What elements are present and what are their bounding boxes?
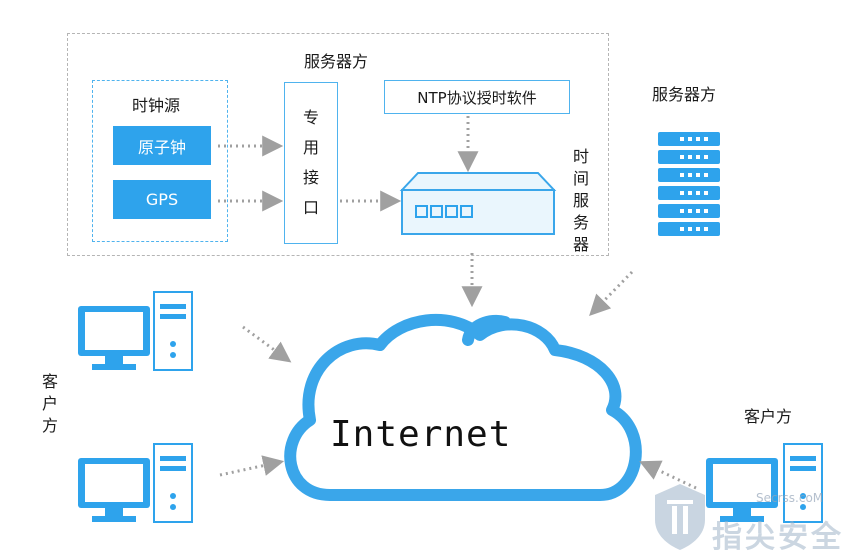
arrow-client-top-to-cloud <box>242 325 292 363</box>
client-computer-icon <box>706 443 823 523</box>
client-char: 客 <box>41 372 58 391</box>
interface-char: 口 <box>302 198 319 217</box>
time-server-char: 间 <box>572 169 589 188</box>
time-server-char: 服 <box>572 191 589 210</box>
time-server-char: 时 <box>572 147 589 166</box>
arrow-client-bottom-to-cloud <box>219 455 285 477</box>
clock-source-box <box>92 80 228 242</box>
time-server-char: 务 <box>572 213 589 232</box>
server-side-label: 服务器方 <box>304 52 369 71</box>
client-char: 户 <box>41 394 58 413</box>
time-server-char: 器 <box>572 235 589 254</box>
internet-label: Internet <box>330 414 512 455</box>
watermark-shield-icon <box>655 484 705 550</box>
ntp-software-box: NTP协议授时软件 <box>384 80 570 114</box>
interface-char: 专 <box>302 108 319 127</box>
client-computer-icon <box>78 443 193 523</box>
watermark-text: 指尖安全 <box>712 520 844 555</box>
server-side-label-right: 服务器方 <box>652 85 717 104</box>
client-char: 方 <box>41 416 58 435</box>
dedicated-interface-box: 专 用 接 口 <box>284 82 338 244</box>
arrow-client-right-to-cloud <box>639 460 697 490</box>
server-rack-icon <box>658 132 720 236</box>
internet-cloud-icon <box>284 313 642 501</box>
interface-char: 用 <box>302 138 319 157</box>
client-label-left: 客 户 方 <box>40 371 60 437</box>
watermark-url: Secrss.coM <box>756 491 824 505</box>
clock-source-title: 时钟源 <box>132 96 181 115</box>
time-server-device-icon <box>399 172 557 235</box>
client-computer-icon <box>78 291 193 371</box>
gps-box: GPS <box>113 180 211 219</box>
server-side-region <box>67 33 609 256</box>
time-server-label: 时 间 服 务 器 <box>571 146 591 256</box>
interface-char: 接 <box>302 168 319 187</box>
client-label-right: 客户方 <box>744 407 793 426</box>
arrow-rack-to-cloud <box>589 270 634 317</box>
atomic-clock-box: 原子钟 <box>113 126 211 165</box>
